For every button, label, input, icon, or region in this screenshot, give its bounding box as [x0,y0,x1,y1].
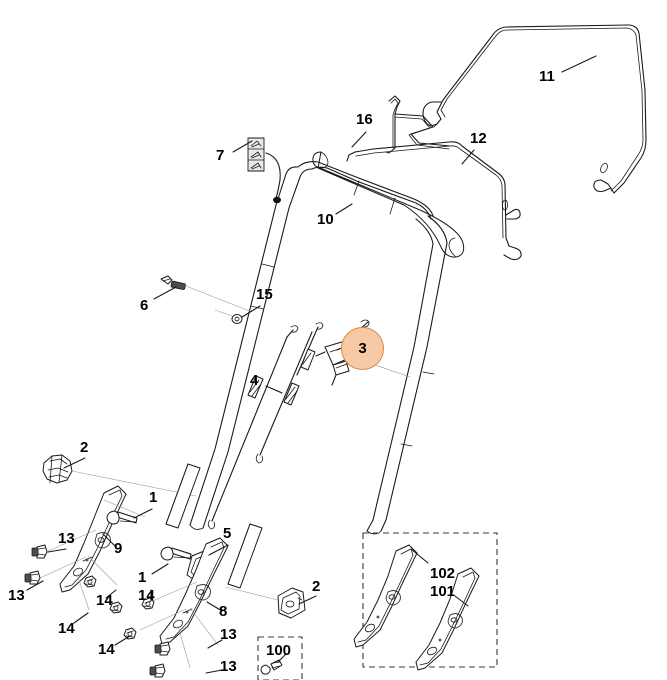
part-101-bracket [415,567,480,671]
callout-label-5[interactable]: 5 [223,525,232,542]
part-12-wire-bail [346,141,522,261]
callout-label-14-c[interactable]: 14 [58,620,75,637]
part-10-handlebar-tube [312,151,465,258]
handle-frame [189,161,448,535]
handle-tube-stub-left [165,463,201,529]
part-13-bolt-d [149,663,166,678]
part-14-nut-a [83,575,97,588]
part-4-control-cables [207,322,324,530]
part-13-bolt-a [31,544,48,559]
callout-label-13-a[interactable]: 13 [58,530,75,547]
part-16-z-rod [385,95,451,154]
callout-label-9[interactable]: 9 [114,540,123,557]
part-15-grommet [214,309,243,324]
callout-label-13-c[interactable]: 13 [220,626,237,643]
part-9-bracket-left [39,485,146,611]
part-14-nut-d [123,627,137,640]
callout-label-14-a[interactable]: 14 [138,587,155,604]
part-13-bolt-b [24,570,41,585]
highlight-number: 3 [358,340,367,357]
part-6-cable-clip [160,275,253,313]
callout-label-14-d[interactable]: 14 [98,641,115,658]
callout-label-100[interactable]: 100 [266,642,292,659]
callout-label-8[interactable]: 8 [219,603,228,620]
part-1-bolt-upper [106,510,138,525]
callout-label-13-b[interactable]: 13 [8,587,25,604]
part-2-knob-left [42,454,197,497]
callout-label-15[interactable]: 15 [256,286,273,303]
part-13-bolt-c [154,641,171,656]
callout-label-1-upper[interactable]: 1 [149,489,158,506]
part-7-decal [247,137,281,204]
inset-box-100 [257,636,303,680]
callout-label-102[interactable]: 102 [430,565,456,582]
part-8-bracket-right [139,537,229,669]
callout-label-11[interactable]: 11 [539,68,555,85]
callout-leader-lines [26,55,597,674]
callout-label-2-left[interactable]: 2 [80,439,89,456]
handle-tube-stub-right [227,523,263,589]
part-14-nut-b [109,601,123,614]
callout-label-12[interactable]: 12 [470,130,487,147]
callout-label-14-b[interactable]: 14 [96,592,113,609]
part-2-bracket-right [224,586,306,619]
callout-label-4[interactable]: 4 [250,372,259,389]
callout-label-101[interactable]: 101 [430,583,456,600]
callout-label-1-lower[interactable]: 1 [138,569,147,586]
part-102-bracket [353,544,429,648]
callout-label-6[interactable]: 6 [140,297,149,314]
callout-label-16[interactable]: 16 [356,111,373,128]
callout-label-13-d[interactable]: 13 [220,658,237,675]
inset-box-variants [353,532,498,671]
callout-label-2-right[interactable]: 2 [312,578,321,595]
part-11-wire-bail [422,24,647,194]
callout-label-7[interactable]: 7 [216,147,225,164]
callout-label-10[interactable]: 10 [317,211,334,228]
highlighted-part-badge-3[interactable]: 3 [341,327,384,370]
